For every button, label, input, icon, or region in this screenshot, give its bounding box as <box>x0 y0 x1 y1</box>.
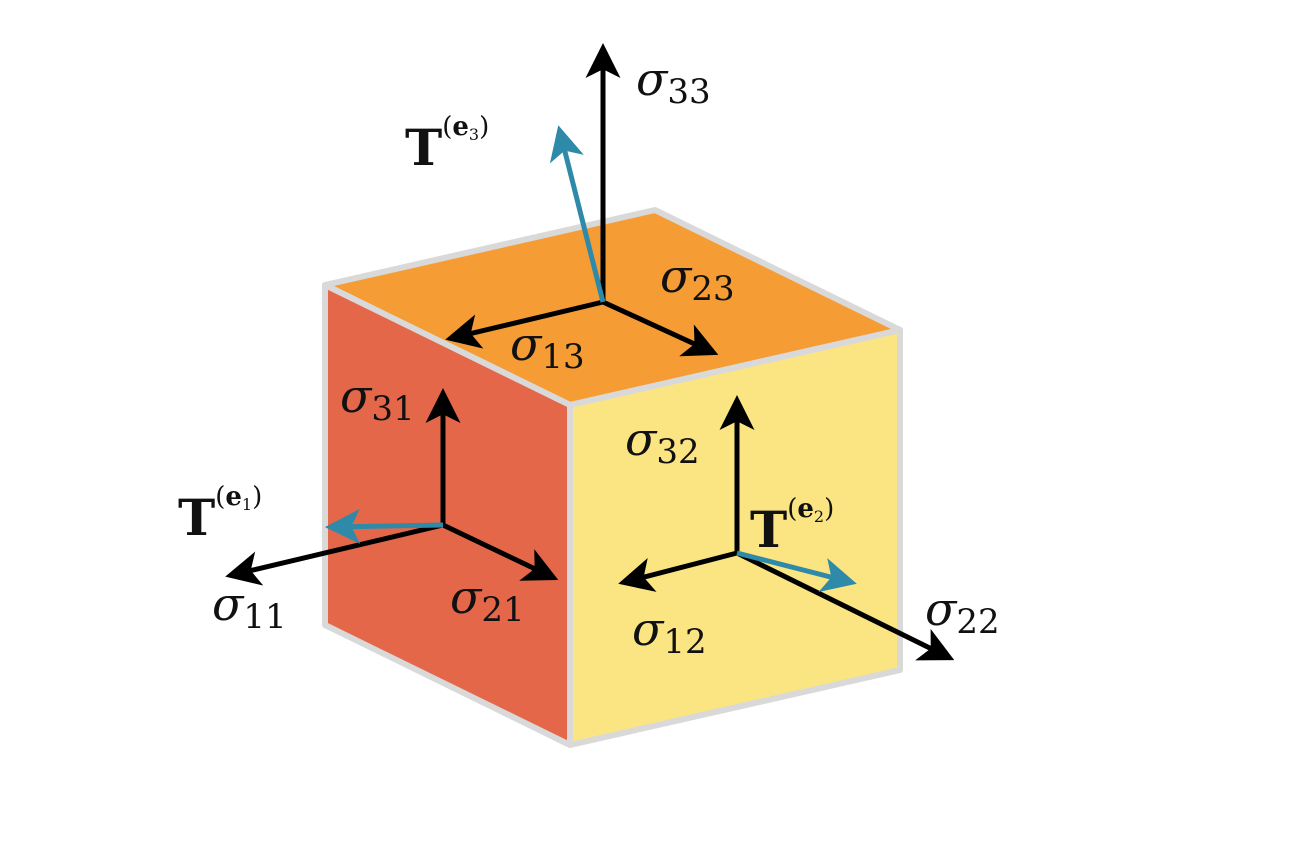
label-sigma-21: σ21 <box>450 570 525 630</box>
label-sigma-13: σ13 <box>510 317 585 377</box>
label-sigma-11: σ11 <box>212 577 287 637</box>
label-sigma-32: σ32 <box>625 412 700 472</box>
arrow-sigma-22 <box>735 550 955 661</box>
arrow-traction-e3 <box>549 125 606 303</box>
arrow-traction-e2 <box>736 550 857 592</box>
arrow-sigma-11 <box>225 522 444 586</box>
arrow-sigma-12 <box>618 550 738 592</box>
label-traction-e3: T(e3) <box>405 112 489 177</box>
label-sigma-22: σ22 <box>925 582 1000 642</box>
label-traction-e2: T(e2) <box>750 494 834 559</box>
arrow-sigma-21 <box>441 522 559 581</box>
label-sigma-31: σ31 <box>340 369 415 429</box>
label-sigma-33: σ33 <box>636 52 711 112</box>
arrow-sigma-23 <box>601 299 719 357</box>
label-sigma-12: σ12 <box>632 602 707 662</box>
label-sigma-23: σ23 <box>660 249 735 309</box>
arrow-sigma-13 <box>445 299 604 349</box>
arrow-traction-e1 <box>325 508 444 544</box>
label-traction-e1: T(e1) <box>178 482 262 547</box>
